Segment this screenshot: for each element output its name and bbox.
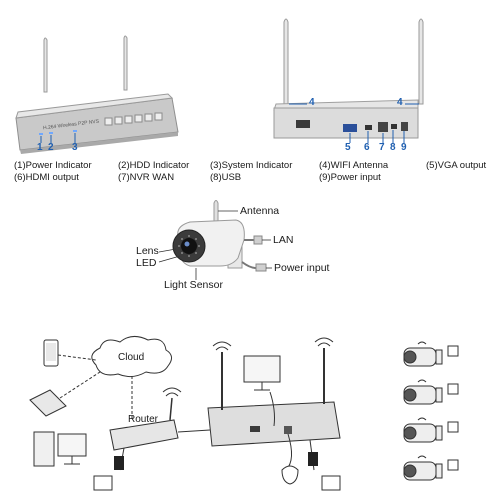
camera-lens-label: Lens <box>136 245 159 257</box>
pc-tower-icon <box>33 431 55 467</box>
nvr-power-adapter-icon <box>308 452 318 466</box>
callout-1: 1 <box>37 142 43 153</box>
legend-hdd-indicator: (2)HDD Indicator <box>118 160 190 171</box>
legend-power-indicator: (1)Power Indicator <box>14 160 92 171</box>
callout-4-right: 4 <box>397 97 403 108</box>
legend-hdmi-output: (6)HDMI output <box>14 172 79 183</box>
camera-array <box>403 345 459 481</box>
callout-8: 8 <box>390 142 396 153</box>
callout-2: 2 <box>48 142 54 153</box>
legend-usb: (8)USB <box>210 172 242 183</box>
router-icon <box>109 419 179 451</box>
camera-power-input-label: Power input <box>274 262 330 274</box>
nvr-monitor-icon <box>243 355 281 383</box>
camera-lan-label: LAN <box>273 234 294 246</box>
monitor-icon <box>57 433 87 457</box>
mouse-icon <box>281 465 299 485</box>
legend-system-indicator: (3)System Indicator <box>210 160 293 171</box>
callout-7: 7 <box>379 142 385 153</box>
router-power-adapter-icon <box>114 456 124 470</box>
callout-9: 9 <box>401 142 407 153</box>
legend-vga-output: (5)VGA output <box>426 160 487 171</box>
callout-6: 6 <box>364 142 370 153</box>
callout-4-left: 4 <box>309 97 315 108</box>
legend-nvr-wan: (7)NVR WAN <box>118 172 175 183</box>
camera-led-label: LED <box>136 257 157 269</box>
cloud-icon <box>91 336 172 378</box>
legend-power-input: (9)Power input <box>319 172 381 183</box>
camera-light-sensor-label: Light Sensor <box>164 279 223 291</box>
wall-socket-icon <box>93 475 113 491</box>
camera-antenna-label: Antenna <box>240 205 280 217</box>
cloud-label: Cloud <box>118 352 145 363</box>
wall-socket-icon <box>321 475 341 491</box>
callout-3: 3 <box>72 142 78 153</box>
tablet-icon <box>29 389 67 417</box>
legend-wifi-antenna: (4)WIFI Antenna <box>319 160 389 171</box>
callout-5: 5 <box>345 142 351 153</box>
router-label: Router <box>128 414 159 425</box>
